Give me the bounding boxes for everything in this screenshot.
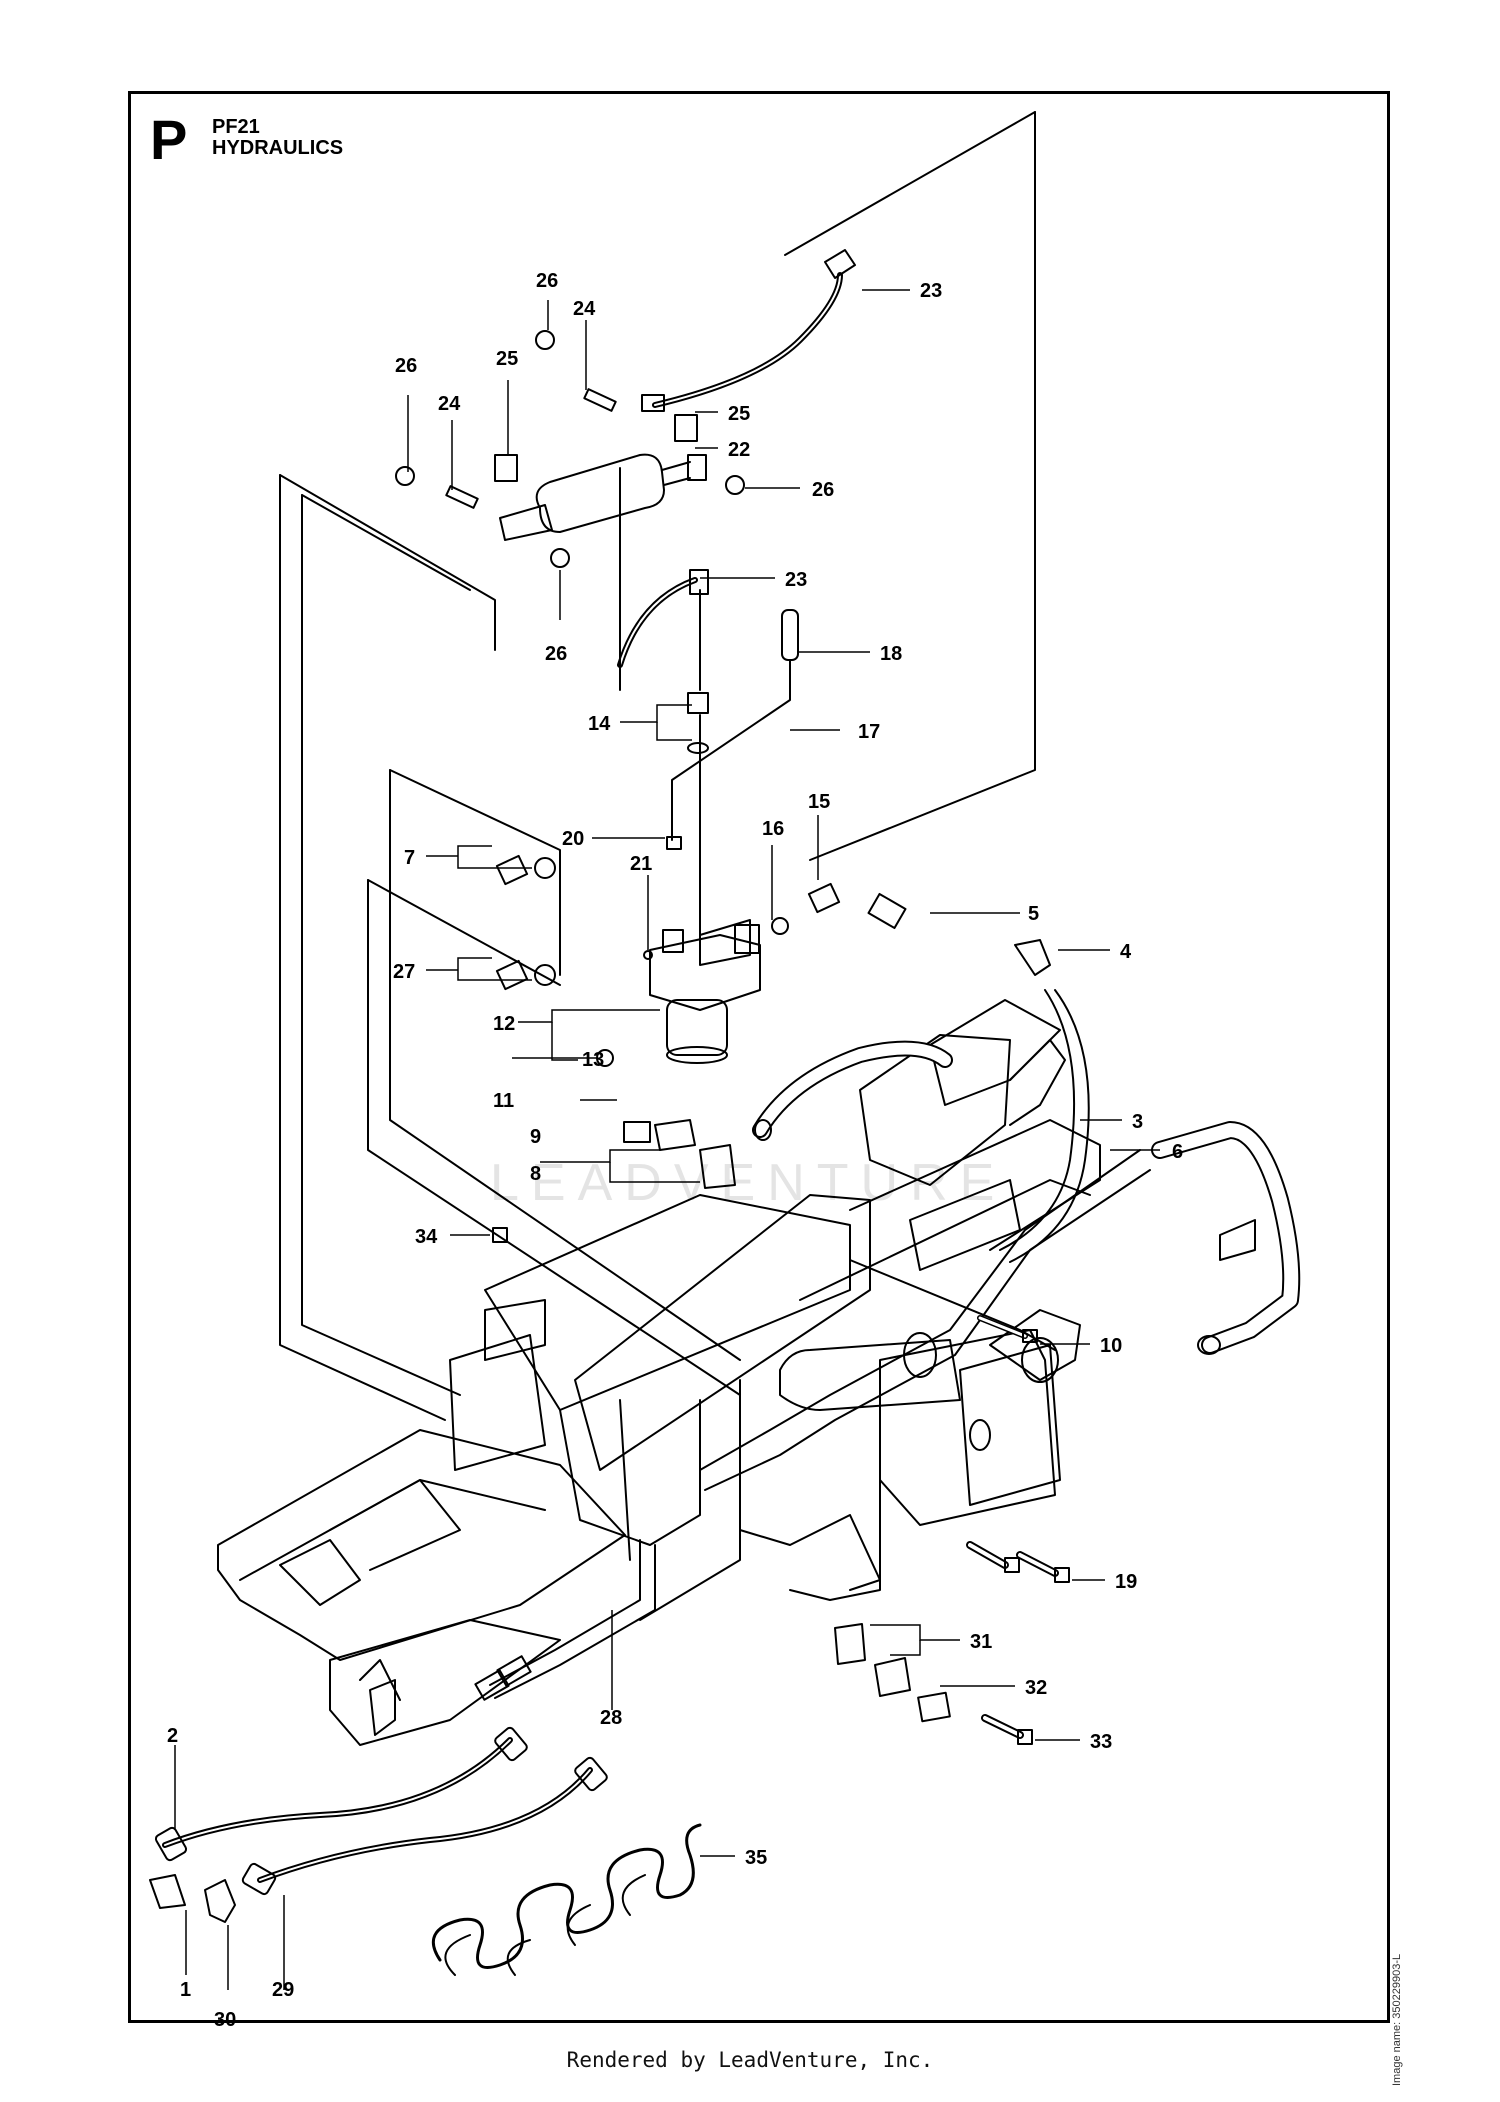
footer-credit: Rendered by LeadVenture, Inc. — [566, 2048, 934, 2072]
callout-30: 30 — [214, 2009, 236, 2031]
callout-4: 4 — [1120, 941, 1132, 963]
callout-7: 7 — [404, 847, 415, 869]
callout-13: 13 — [582, 1049, 604, 1071]
callout-2: 2 — [167, 1725, 178, 1747]
callout-12: 12 — [493, 1013, 515, 1035]
leader-lines — [174, 289, 1160, 1990]
callout-10: 10 — [1100, 1335, 1122, 1357]
callout-25: 25 — [728, 403, 750, 425]
callout-25: 25 — [496, 348, 518, 370]
hydraulic-cylinder — [499, 453, 707, 541]
callout-34: 34 — [415, 1226, 438, 1248]
callout-8: 8 — [530, 1163, 541, 1185]
callout-20: 20 — [562, 828, 584, 850]
callout-14: 14 — [588, 713, 611, 735]
callout-26: 26 — [395, 355, 417, 377]
callout-26: 26 — [536, 270, 558, 292]
callout-31: 31 — [970, 1631, 992, 1653]
callout-23: 23 — [920, 280, 942, 302]
callout-29: 29 — [272, 1979, 294, 2001]
section-letter: P — [150, 108, 188, 171]
callout-28: 28 — [600, 1707, 622, 1729]
parts-linework — [149, 111, 1301, 1976]
diagram-title: HYDRAULICS — [212, 137, 344, 159]
callout-33: 33 — [1090, 1731, 1112, 1753]
callout-24: 24 — [438, 393, 461, 415]
callout-17: 17 — [858, 721, 880, 743]
callout-35: 35 — [745, 1847, 767, 1869]
callout-26: 26 — [545, 643, 567, 665]
callout-15: 15 — [808, 791, 830, 813]
tractor-frame — [217, 989, 1301, 1746]
callout-9: 9 — [530, 1126, 541, 1148]
callout-26: 26 — [812, 479, 834, 501]
diagram-code: PF21 — [212, 116, 260, 138]
callout-16: 16 — [762, 818, 784, 840]
control-valve — [649, 919, 761, 1064]
callout-24: 24 — [573, 298, 596, 320]
callout-22: 22 — [728, 439, 750, 461]
callout-18: 18 — [880, 643, 902, 665]
callout-11: 11 — [493, 1090, 514, 1112]
callout-labels: 23 26 24 25 26 24 25 22 26 26 23 18 14 1… — [167, 270, 1183, 2031]
callout-3: 3 — [1132, 1111, 1143, 1133]
diagram-frame — [128, 91, 1390, 2023]
callout-21: 21 — [630, 853, 652, 875]
callout-5: 5 — [1028, 903, 1039, 925]
callout-1: 1 — [180, 1979, 191, 2001]
callout-23: 23 — [785, 569, 807, 591]
callout-6: 6 — [1172, 1141, 1183, 1163]
callout-32: 32 — [1025, 1677, 1047, 1699]
callout-27: 27 — [393, 961, 415, 983]
callout-19: 19 — [1115, 1571, 1137, 1593]
